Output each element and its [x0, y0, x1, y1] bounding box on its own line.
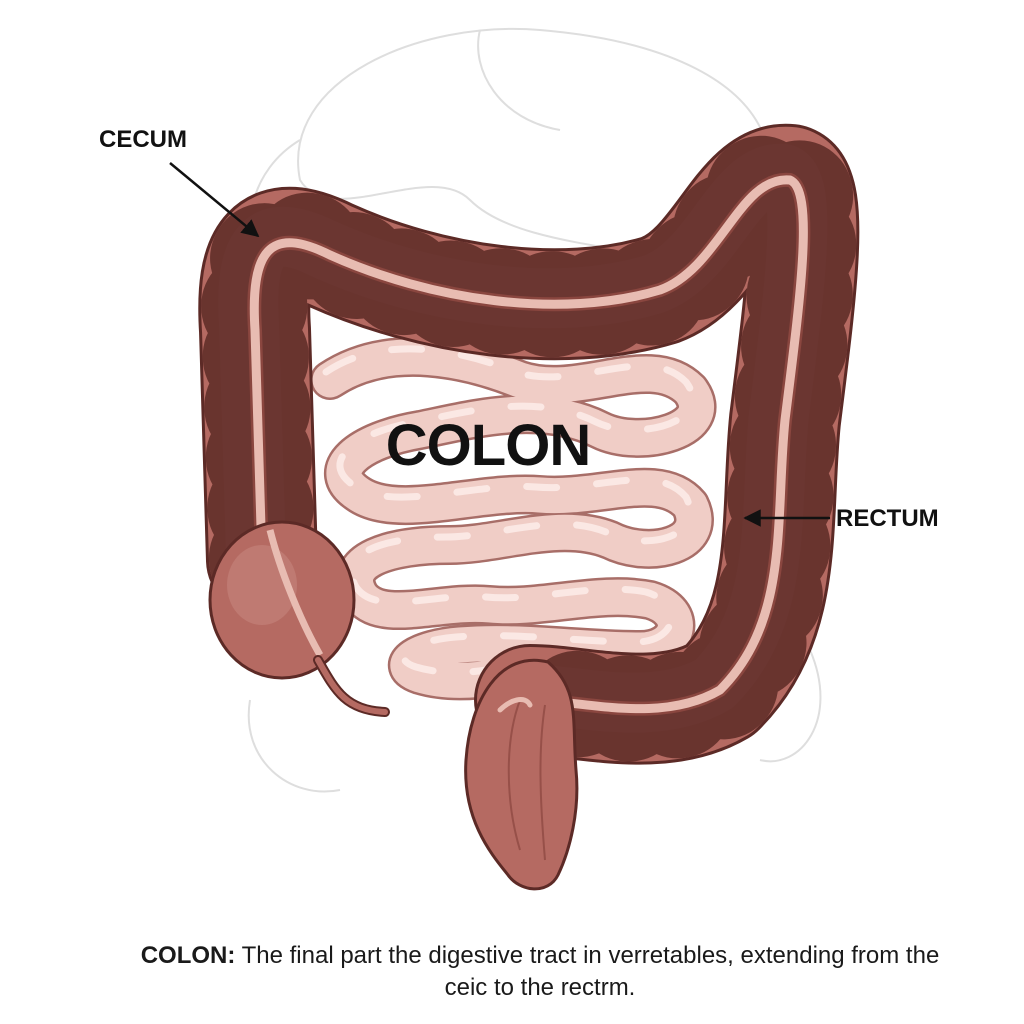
caption-term: COLON: — [140, 942, 236, 969]
caption: COLON: The final part the digestive trac… — [90, 940, 990, 1004]
large-intestine — [198, 124, 860, 765]
caption-text-2: ceic to the rectrm. — [444, 974, 636, 1001]
rectum-label: RECTUM — [836, 505, 939, 532]
caption-line-1: COLON: The final part the digestive trac… — [90, 940, 990, 972]
cecum-pointer-arrow — [169, 162, 260, 238]
caption-text-1: The final part the digestive tract in ve… — [241, 942, 940, 969]
cecum-label: CECUM — [99, 126, 187, 153]
rectum-anal-canal — [464, 658, 579, 891]
small-intestine — [310, 336, 717, 701]
cecum-pouch — [208, 520, 356, 680]
colon-title-label: COLON — [385, 413, 591, 478]
